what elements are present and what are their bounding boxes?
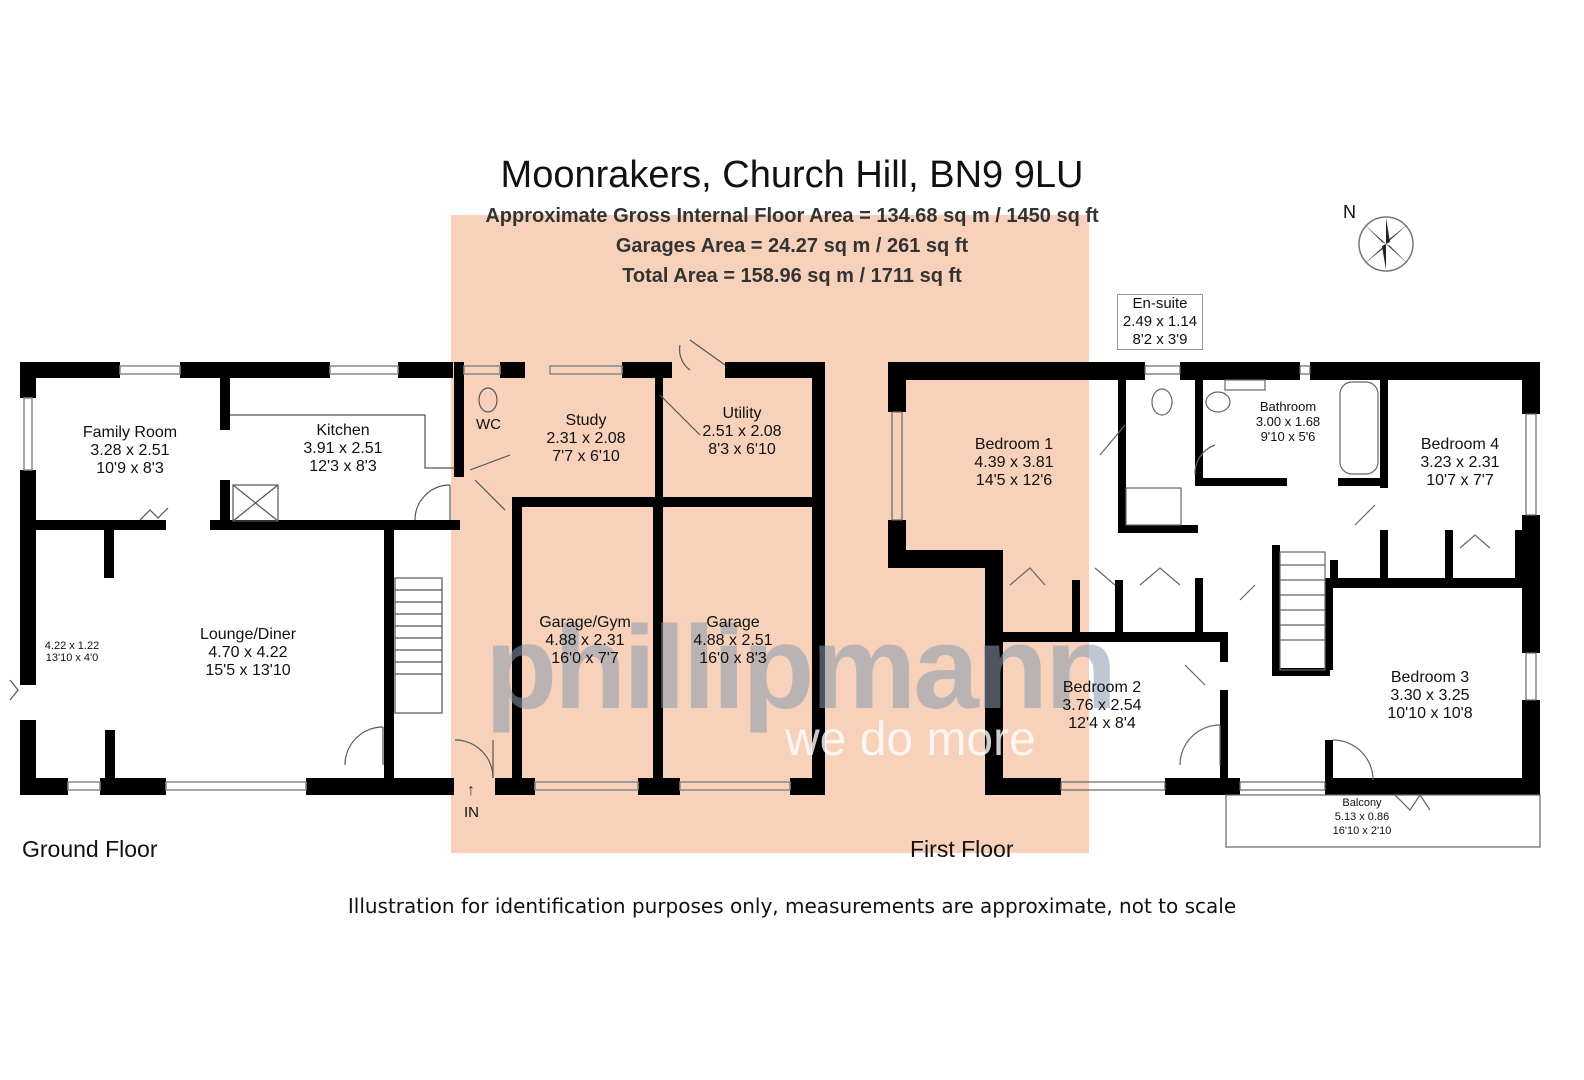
total-area-text: Total Area = 158.96 sq m / 1711 sq ft — [622, 265, 962, 287]
family-room-name: Family Room — [82, 424, 178, 441]
bedroom3-label: Bedroom 3 3.30 x 3.25 10'10 x 10'8 — [1372, 669, 1488, 723]
utility-imperial: 8'3 x 6'10 — [708, 441, 776, 458]
garage-imperial: 16'0 x 8'3 — [699, 650, 767, 667]
bedroom2-imperial: 12'4 x 8'4 — [1068, 715, 1136, 732]
bathroom-imperial: 9'10 x 5'6 — [1260, 429, 1316, 444]
bedroom3-imperial: 10'10 x 10'8 — [1387, 705, 1473, 722]
bedroom1-label: Bedroom 1 4.39 x 3.81 14'5 x 12'6 — [960, 436, 1068, 490]
ground-floor-walls — [20, 362, 825, 795]
gross-area-text: Approximate Gross Internal Floor Area = … — [485, 205, 1099, 227]
family-room-label: Family Room 3.28 x 2.51 10'9 x 8'3 — [62, 424, 198, 478]
ground-floor-label: Ground Floor — [22, 836, 158, 862]
page-title: Moonrakers, Church Hill, BN9 9LU — [500, 154, 1084, 196]
watermark-brand: phillipmann — [485, 602, 1117, 734]
garage-label: Garage 4.88 x 2.51 16'0 x 8'3 — [680, 614, 786, 668]
entrance-arrow-icon: ↑ — [467, 782, 475, 799]
highlight-band — [451, 215, 1089, 853]
compass-north-label: N — [1343, 202, 1356, 222]
lounge-name: Lounge/Diner — [199, 626, 297, 643]
conservatory-imperial: 13'10 x 4'0 — [45, 652, 99, 664]
study-label: Study 2.31 x 2.08 7'7 x 6'10 — [536, 412, 636, 466]
conservatory-label: 4.22 x 1.22 13'10 x 4'0 — [36, 640, 108, 664]
en-suite-name: En-suite — [1132, 295, 1188, 312]
bedroom4-metric: 3.23 x 2.31 — [1420, 454, 1500, 471]
wc-label: WC — [476, 416, 501, 433]
family-room-metric: 3.28 x 2.51 — [90, 442, 170, 459]
bedroom1-name: Bedroom 1 — [974, 436, 1054, 453]
en-suite-label: En-suite 2.49 x 1.14 8'2 x 3'9 — [1117, 294, 1203, 350]
kitchen-label: Kitchen 3.91 x 2.51 12'3 x 8'3 — [283, 422, 403, 476]
garage-metric: 4.88 x 2.51 — [693, 632, 773, 649]
garage-gym-metric: 4.88 x 2.31 — [545, 632, 625, 649]
garage-gym-label: Garage/Gym 4.88 x 2.31 16'0 x 7'7 — [530, 614, 640, 668]
garages-area-text: Garages Area = 24.27 sq m / 261 sq ft — [615, 235, 969, 257]
bedroom4-label: Bedroom 4 3.23 x 2.31 10'7 x 7'7 — [1405, 436, 1515, 490]
study-metric: 2.31 x 2.08 — [546, 430, 626, 447]
lounge-imperial: 15'5 x 13'10 — [205, 662, 291, 679]
disclaimer-text: Illustration for identification purposes… — [347, 894, 1237, 918]
watermark-slogan: we do more — [785, 713, 1036, 766]
en-suite-imperial: 8'2 x 3'9 — [1132, 331, 1188, 348]
entrance-label: IN — [464, 804, 479, 821]
bedroom3-name: Bedroom 3 — [1390, 669, 1470, 686]
bathroom-name: Bathroom — [1259, 399, 1317, 414]
ground-floor-windows — [23, 365, 791, 791]
compass-rose-icon — [1358, 216, 1414, 272]
first-floor-details — [891, 365, 1541, 848]
bathroom-label: Bathroom 3.00 x 1.68 9'10 x 5'6 — [1245, 399, 1331, 444]
first-floor-walls — [888, 362, 1540, 795]
study-imperial: 7'7 x 6'10 — [552, 448, 620, 465]
utility-metric: 2.51 x 2.08 — [702, 423, 782, 440]
ground-floor-details — [9, 339, 726, 779]
bathroom-metric: 3.00 x 1.68 — [1255, 414, 1321, 429]
bedroom3-metric: 3.30 x 3.25 — [1390, 687, 1470, 704]
balcony-label: Balcony 5.13 x 0.86 16'10 x 2'10 — [1322, 796, 1402, 838]
utility-label: Utility 2.51 x 2.08 8'3 x 6'10 — [690, 405, 794, 459]
kitchen-metric: 3.91 x 2.51 — [303, 440, 383, 457]
lounge-metric: 4.70 x 4.22 — [208, 644, 288, 661]
bedroom2-label: Bedroom 2 3.76 x 2.54 12'4 x 8'4 — [1048, 679, 1156, 733]
study-name: Study — [565, 412, 607, 429]
bedroom4-imperial: 10'7 x 7'7 — [1426, 472, 1494, 489]
utility-name: Utility — [722, 405, 762, 422]
garage-name: Garage — [706, 614, 760, 631]
kitchen-imperial: 12'3 x 8'3 — [309, 458, 377, 475]
bedroom1-imperial: 14'5 x 12'6 — [975, 472, 1053, 489]
balcony-name: Balcony — [1342, 797, 1382, 809]
bedroom2-metric: 3.76 x 2.54 — [1062, 697, 1142, 714]
garage-gym-name: Garage/Gym — [539, 614, 631, 631]
garage-gym-imperial: 16'0 x 7'7 — [551, 650, 619, 667]
kitchen-name: Kitchen — [316, 422, 370, 439]
first-floor-label: First Floor — [910, 836, 1014, 862]
en-suite-metric: 2.49 x 1.14 — [1122, 313, 1198, 330]
lounge-label: Lounge/Diner 4.70 x 4.22 15'5 x 13'10 — [180, 626, 316, 680]
bedroom4-name: Bedroom 4 — [1420, 436, 1500, 453]
balcony-metric: 5.13 x 0.86 — [1334, 811, 1390, 823]
family-room-imperial: 10'9 x 8'3 — [96, 460, 164, 477]
conservatory-metric: 4.22 x 1.22 — [44, 640, 100, 652]
balcony-imperial: 16'10 x 2'10 — [1332, 825, 1392, 837]
bedroom1-metric: 4.39 x 3.81 — [974, 454, 1054, 471]
bedroom2-name: Bedroom 2 — [1062, 679, 1142, 696]
